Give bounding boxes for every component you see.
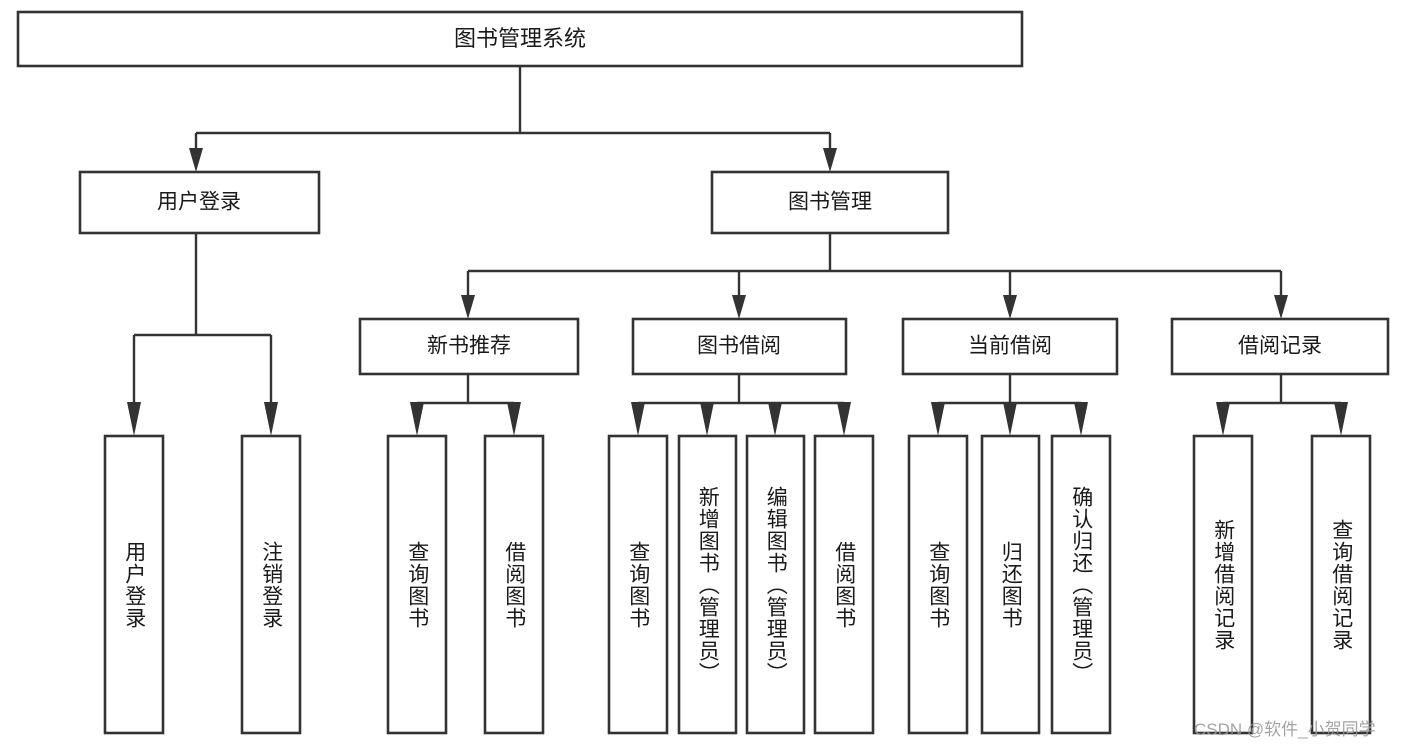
- leaf-box-newbook-2[interactable]: [483, 434, 545, 735]
- leaf-box-user-2[interactable]: [240, 434, 302, 735]
- arrowhead-user-login: [189, 148, 203, 172]
- node-book-borrow-box[interactable]: [631, 317, 848, 376]
- node-current-borrow-box[interactable]: [901, 317, 1119, 376]
- leaf-box-borrow-1[interactable]: [607, 434, 669, 735]
- node-labels-group: 图书管理系统 用户登录 图书管理 新书推荐 图书借阅 当前借阅 借阅记录: [157, 26, 1322, 358]
- node-borrow-records-label: 借阅记录: [1238, 335, 1322, 358]
- node-book-mgmt-box[interactable]: [710, 170, 950, 235]
- arrowhead-book-mgmt: [823, 148, 837, 172]
- node-user-login-box[interactable]: [78, 170, 321, 235]
- node-boxes-group: [16, 10, 1390, 735]
- arrowhead-leaf-current-3: [1074, 402, 1088, 436]
- leaf-box-records-1[interactable]: [1192, 434, 1254, 735]
- arrowhead-borrow-records: [1274, 295, 1288, 319]
- node-borrow-records-box[interactable]: [1170, 317, 1390, 376]
- node-root-label: 图书管理系统: [454, 26, 586, 51]
- leaf-box-borrow-2[interactable]: [677, 434, 738, 735]
- arrowhead-leaf-records-2: [1334, 402, 1348, 436]
- leaf-box-user-1[interactable]: [103, 434, 165, 735]
- arrowhead-new-book: [461, 295, 475, 319]
- leaf-box-borrow-3[interactable]: [745, 434, 806, 735]
- leaf-box-records-2[interactable]: [1310, 434, 1372, 735]
- arrowhead-leaf-user-1: [127, 402, 141, 436]
- csdn-watermark: CSDN @软件_小贺同学: [1194, 720, 1376, 739]
- arrowheads-group: [127, 148, 1348, 436]
- node-root-box[interactable]: [16, 10, 1024, 68]
- arrowhead-leaf-current-1: [931, 402, 945, 436]
- node-new-book-box[interactable]: [358, 317, 580, 376]
- leaf-box-current-2[interactable]: [980, 434, 1041, 735]
- leaf-box-borrow-4[interactable]: [813, 434, 875, 735]
- leaf-box-newbook-1[interactable]: [386, 434, 448, 735]
- arrowhead-leaf-borrow-1: [631, 402, 645, 436]
- arrowhead-leaf-borrow-4: [837, 402, 851, 436]
- node-user-login-label: 用户登录: [157, 191, 241, 214]
- arrowhead-current-borrow: [1003, 295, 1017, 319]
- arrowhead-leaf-borrow-2: [700, 402, 714, 436]
- arrowhead-book-borrow: [732, 295, 746, 319]
- node-book-borrow-label: 图书借阅: [697, 335, 781, 358]
- node-current-borrow-label: 当前借阅: [968, 335, 1052, 358]
- leaf-box-current-1[interactable]: [907, 434, 969, 735]
- arrowhead-leaf-records-1: [1216, 402, 1230, 436]
- node-book-mgmt-label: 图书管理: [788, 191, 872, 214]
- arrowhead-leaf-borrow-3: [768, 402, 782, 436]
- leaf-box-current-3[interactable]: [1050, 434, 1112, 735]
- arrowhead-leaf-newbook-2: [507, 402, 521, 436]
- arrowhead-leaf-current-2: [1003, 402, 1017, 436]
- arrowhead-leaf-user-2: [264, 402, 278, 436]
- arrowhead-leaf-newbook-1: [410, 402, 424, 436]
- node-new-book-label: 新书推荐: [427, 335, 511, 358]
